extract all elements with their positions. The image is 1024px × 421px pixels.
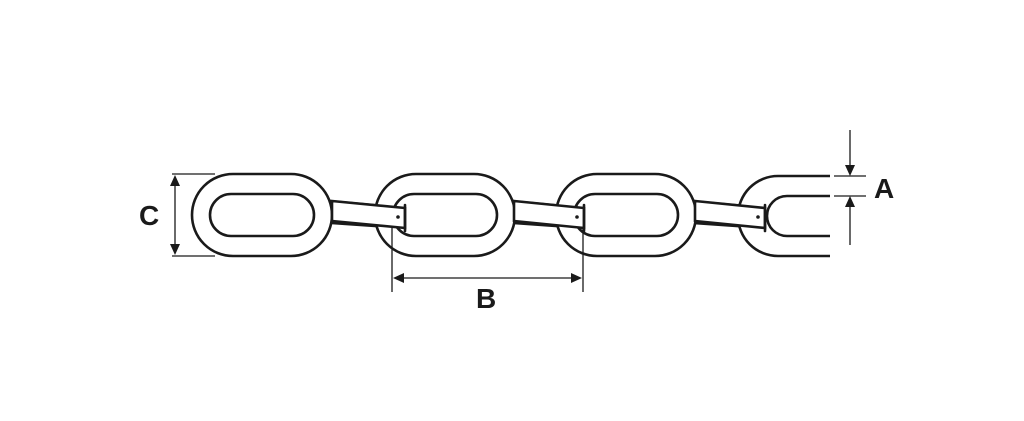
dimension-b: B bbox=[391, 228, 584, 314]
label-a: A bbox=[874, 173, 894, 204]
arrow-up-icon bbox=[170, 175, 180, 186]
chain bbox=[190, 170, 851, 262]
arrow-right-icon bbox=[571, 273, 582, 283]
arrow-down-icon bbox=[170, 244, 180, 255]
arrow-up-icon bbox=[845, 196, 855, 207]
chain-link-1 bbox=[190, 172, 334, 258]
label-b: B bbox=[476, 283, 496, 314]
arrow-left-icon bbox=[393, 273, 404, 283]
dimension-c: C bbox=[139, 173, 215, 257]
label-c: C bbox=[139, 200, 159, 231]
arrow-down-icon bbox=[845, 165, 855, 176]
chain-link-3 bbox=[554, 172, 698, 258]
dimension-a: A bbox=[834, 130, 894, 245]
